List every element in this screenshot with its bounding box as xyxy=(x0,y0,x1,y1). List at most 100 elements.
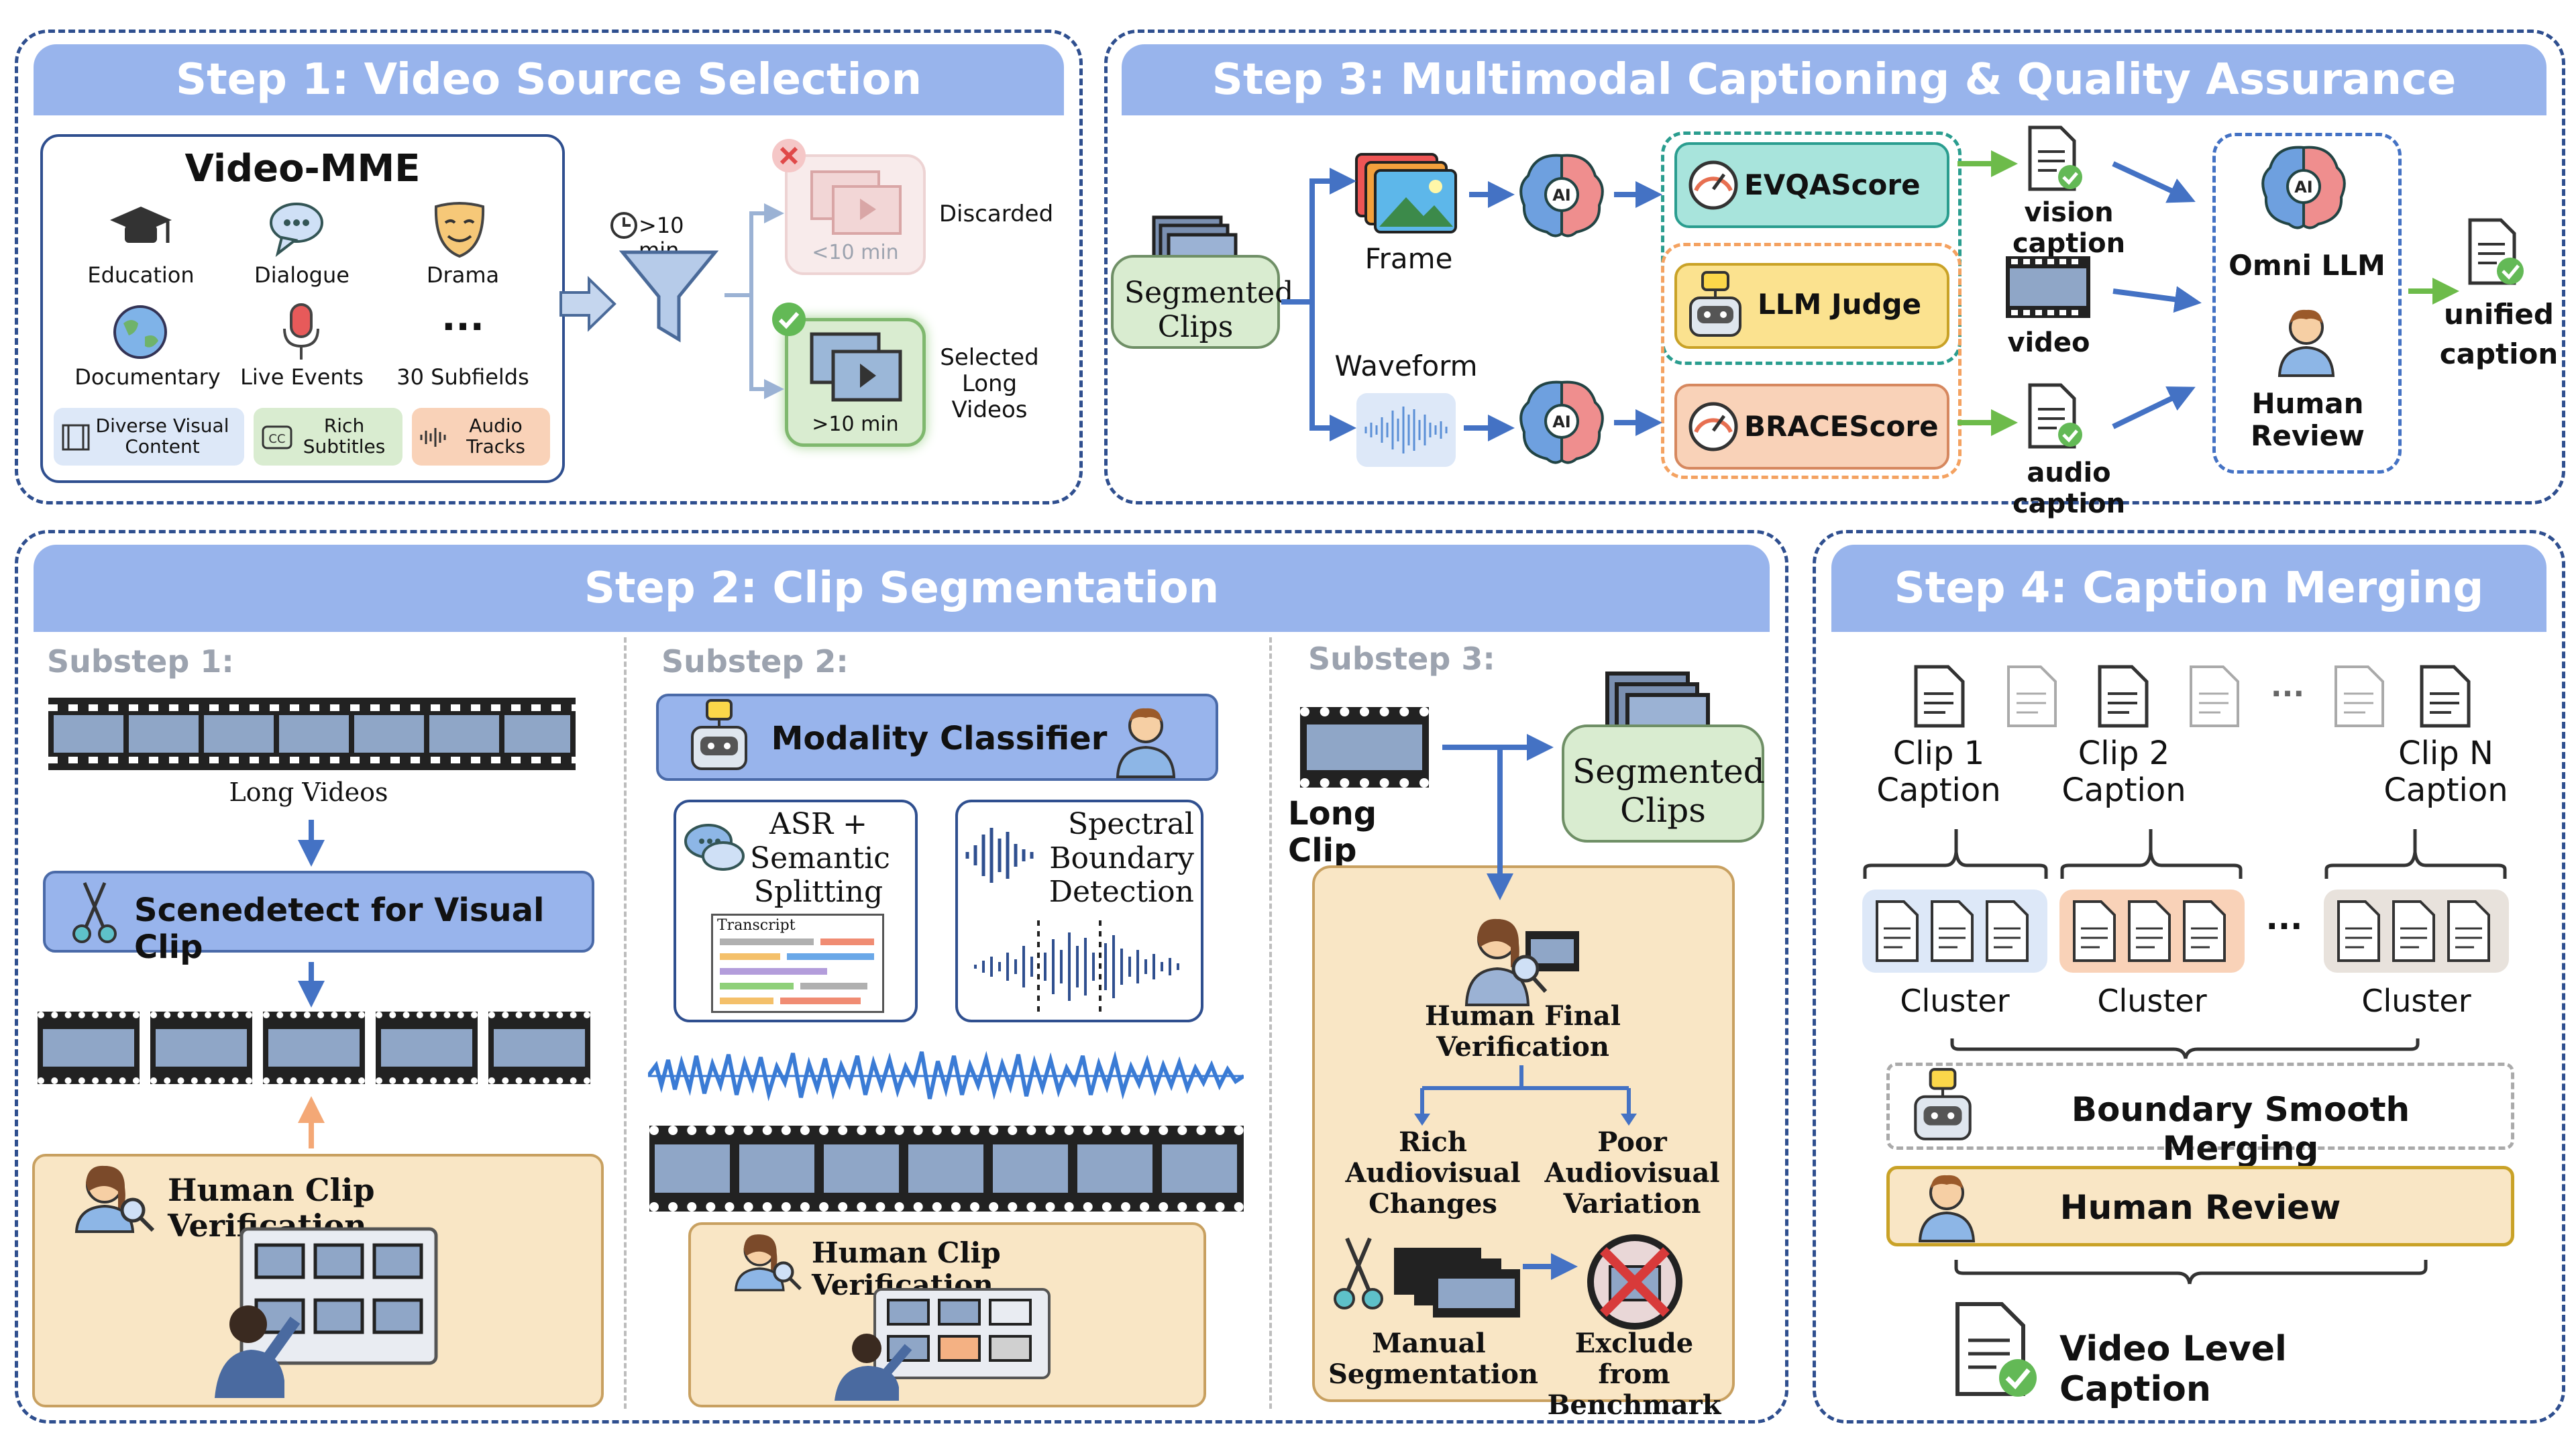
tag-audio-tracks-label: Audio Tracks xyxy=(466,415,525,458)
cluster-ellipsis: ··· xyxy=(2265,908,2303,945)
human-review-text: Human Review xyxy=(2251,387,2365,453)
substep2-label: Substep 2: xyxy=(661,643,849,680)
classifier-robot-icon xyxy=(691,699,747,770)
inspector-icon xyxy=(74,1165,155,1233)
cc-icon: CC xyxy=(262,425,292,449)
ai-text-audio: AI xyxy=(1552,413,1571,431)
ai-brain-audio-icon: AI xyxy=(1519,380,1604,464)
classifier-human-icon xyxy=(1116,708,1176,778)
category-drama: Drama xyxy=(426,262,500,288)
spectral-wave-icon xyxy=(965,828,1034,883)
gauge-audio-icon xyxy=(1688,402,1738,451)
audio-caption-label: audio caption xyxy=(2012,458,2126,519)
more-subfields-icon: ··· xyxy=(441,305,484,349)
human-review-box xyxy=(1886,1166,2514,1246)
robot-icon xyxy=(1689,271,1741,337)
discarded-label: Discarded xyxy=(938,201,1054,227)
segmented-clips-box-2 xyxy=(1562,724,1764,843)
boundary-merging-box xyxy=(1886,1063,2514,1150)
modality-classifier-label: Modality Classifier xyxy=(771,720,1108,757)
substep3-label: Substep 3: xyxy=(1308,641,1495,677)
cluster-docs-icon-3 xyxy=(2337,900,2490,962)
brace-label: BRACEScore xyxy=(1744,410,1939,443)
clip1-caption-label: Clip 1 Caption xyxy=(1876,735,2001,810)
clip1-doc-icon xyxy=(1914,665,1965,728)
waveform-box xyxy=(1356,393,1456,467)
tag-rich-subtitles-label: Rich Subtitles xyxy=(303,415,386,458)
clip-filmstrip xyxy=(38,1012,590,1084)
rich-label-text: Rich Audiovisual Changes xyxy=(1345,1126,1521,1220)
long-clip-label: Long Clip xyxy=(1288,795,1377,870)
review-board-icon-2 xyxy=(835,1288,1051,1401)
tag-diverse-visual: Diverse Visual Content xyxy=(54,408,244,466)
clip-faded-doc-icon-2 xyxy=(2190,665,2239,727)
accept-icon xyxy=(772,303,806,336)
omni-group xyxy=(2212,133,2402,474)
omni-ai-text: AI xyxy=(2294,178,2313,197)
long-video-filmstrip xyxy=(48,698,576,770)
scenedetect-box xyxy=(43,871,594,953)
segmented-clips-box xyxy=(1111,255,1280,349)
substep-divider-2 xyxy=(1269,637,1272,1409)
omni-brain-icon: AI xyxy=(2261,146,2346,229)
transcript-card: Transcript xyxy=(711,914,884,1013)
microphone-icon xyxy=(283,303,319,360)
audio-qa-group xyxy=(1661,243,1962,479)
education-icon xyxy=(110,207,172,243)
review-human-icon xyxy=(1918,1175,1976,1242)
gauge-icon xyxy=(1688,160,1738,210)
evqa-label: EVQAScore xyxy=(1744,168,1921,201)
manual-cut-icon xyxy=(1334,1237,1520,1318)
inspector-icon-2 xyxy=(734,1234,802,1291)
vision-qa-group xyxy=(1661,131,1962,365)
spectral-box xyxy=(955,800,1203,1022)
drama-icon xyxy=(434,202,485,258)
chat-icon xyxy=(684,824,745,871)
merging-robot-icon xyxy=(1914,1068,1972,1140)
clip-faded-doc-icon-1 xyxy=(2007,665,2057,727)
long-label: >10 min xyxy=(812,413,899,436)
svg-text:CC: CC xyxy=(268,432,285,446)
short-label: <10 min xyxy=(812,241,899,264)
segmented-clips-label-2: Segmented Clips xyxy=(1572,752,1765,830)
final-inspector-icon xyxy=(1464,918,1579,1006)
final-verification-label: Human Final Verification xyxy=(1425,1000,1621,1063)
discarded-film-icon xyxy=(810,170,902,235)
tag-diverse-visual-label: Diverse Visual Content xyxy=(95,415,229,458)
human-review-label-4: Human Review xyxy=(2059,1188,2341,1227)
step2-panel xyxy=(15,530,1788,1424)
frame-label: Frame xyxy=(1364,242,1453,275)
cluster-docs-icon-1 xyxy=(1876,900,2029,962)
boundary-merging-label: Boundary Smooth Merging xyxy=(2071,1090,2410,1168)
audio-doc-icon xyxy=(2028,383,2082,449)
ai-brain-icon: AI xyxy=(1519,154,1604,237)
video-mme-title: Video-MME xyxy=(184,147,421,191)
rich-label: Rich Audiovisual Changes xyxy=(1326,1127,1540,1220)
unified-caption-label: unified caption xyxy=(2439,298,2559,370)
asr-label: ASR + Semantic Splitting xyxy=(750,807,890,910)
video-label: video xyxy=(2007,327,2090,358)
modality-classifier-box xyxy=(656,694,1218,781)
scenedetect-label: Scenedetect for Visual Clip xyxy=(134,892,545,967)
clipn-caption-label: Clip N Caption xyxy=(2383,735,2508,810)
audio-waveform-strip xyxy=(648,1051,1244,1102)
step4-banner: Step 4: Caption Merging xyxy=(1831,545,2546,632)
category-documentary: Documentary xyxy=(74,364,221,390)
human-icon xyxy=(2277,309,2335,377)
substep1-label: Substep 1: xyxy=(47,643,234,680)
waveform-label: Waveform xyxy=(1334,350,1478,382)
vision-doc-icon xyxy=(2028,125,2082,191)
dialogue-icon xyxy=(270,203,323,258)
cluster-label-3: Cluster xyxy=(2361,983,2471,1019)
long-clip-film xyxy=(1300,707,1429,788)
substep-divider-1 xyxy=(624,637,627,1409)
reject-icon xyxy=(772,139,806,172)
segmented-clips-label: Segmented Clips xyxy=(1124,276,1294,344)
step3-banner: Step 3: Multimodal Captioning & Quality … xyxy=(1122,44,2546,115)
clip2-doc-icon xyxy=(2098,665,2149,728)
scissors-icon xyxy=(72,882,117,943)
step2-banner: Step 2: Clip Segmentation xyxy=(34,545,1770,632)
category-30-subfields: 30 Subfields xyxy=(396,364,529,390)
llm-judge-label: LLM Judge xyxy=(1758,288,1922,321)
poor-label: Poor Audiovisual Variation xyxy=(1535,1127,1729,1220)
